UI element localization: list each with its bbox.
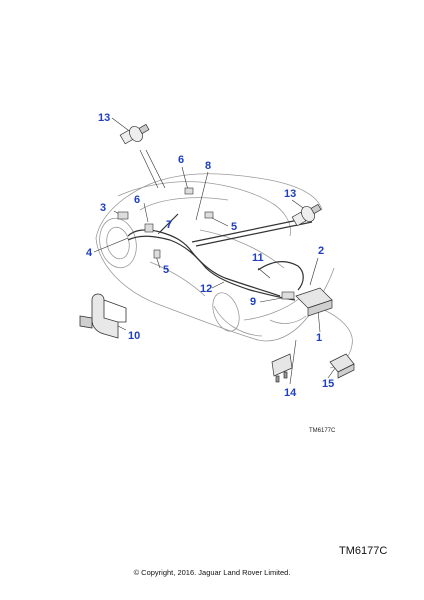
callout-3: 3 xyxy=(100,202,107,214)
figure-code: TM6177C xyxy=(339,545,388,557)
copyright-notice: © Copyright, 2016. Jaguar Land Rover Lim… xyxy=(133,568,291,577)
callout-15: 15 xyxy=(322,378,335,390)
callout-13-right: 13 xyxy=(284,188,297,200)
wiring-harness xyxy=(127,213,313,301)
callout-2: 2 xyxy=(318,245,325,257)
callout-10: 10 xyxy=(128,330,141,342)
figure-code-small: TM6177C xyxy=(309,428,336,434)
callout-7: 7 xyxy=(166,219,173,231)
callout-6-left: 6 xyxy=(134,194,141,206)
callout-1: 1 xyxy=(316,332,323,344)
fuse-icon xyxy=(271,353,293,383)
clip-icon xyxy=(79,293,127,339)
callout-9: 9 xyxy=(250,296,257,308)
callout-6-top: 6 xyxy=(178,154,185,166)
speaker-tweeter-icon xyxy=(119,123,150,145)
callout-8: 8 xyxy=(205,160,212,172)
leader-lines xyxy=(93,117,339,385)
relay-icon xyxy=(329,353,355,379)
module-icon xyxy=(295,287,333,317)
callout-12: 12 xyxy=(200,283,213,295)
callout-11: 11 xyxy=(252,252,264,264)
callout-14: 14 xyxy=(284,387,297,399)
speaker-tweeter-icon xyxy=(291,203,322,227)
connector-icon xyxy=(117,187,295,300)
callout-5-left: 5 xyxy=(163,264,170,276)
callout-4: 4 xyxy=(86,247,93,259)
callout-13-top: 13 xyxy=(98,112,111,124)
callout-5-right: 5 xyxy=(231,221,238,233)
